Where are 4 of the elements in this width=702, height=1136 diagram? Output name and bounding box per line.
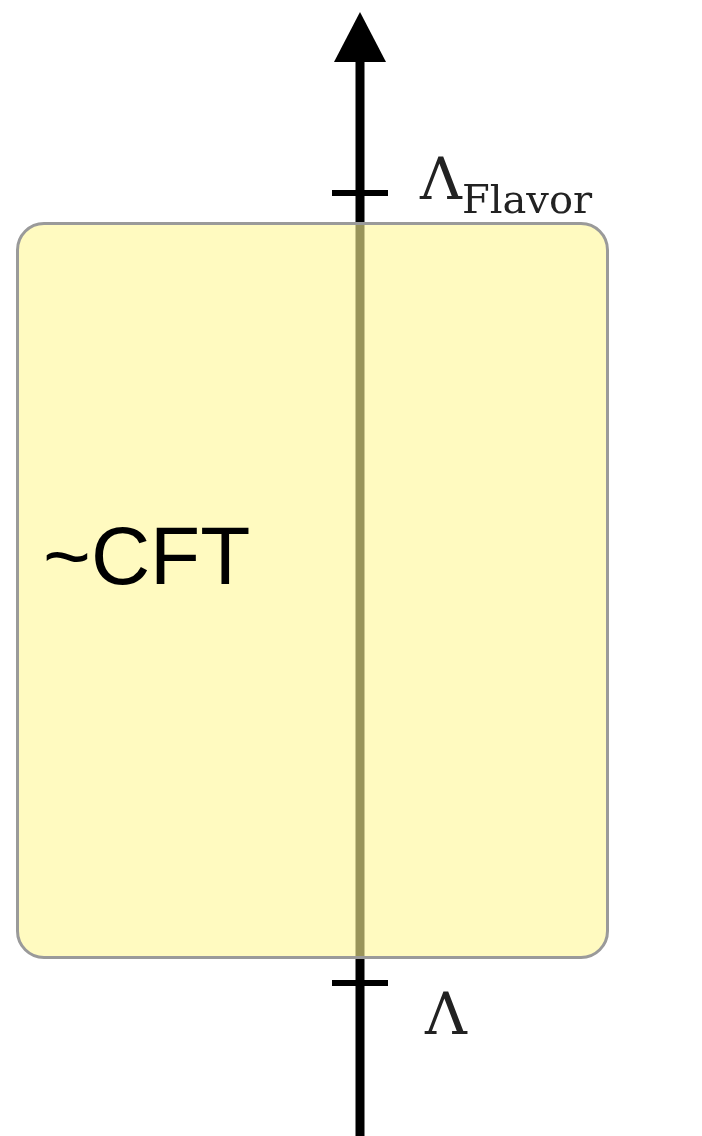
- region-box: [16, 222, 609, 959]
- scale-label: Λ: [425, 985, 467, 1043]
- scale-label: Λ$_{Flavor}$: [420, 150, 593, 219]
- region-label: ~CFT: [43, 515, 251, 597]
